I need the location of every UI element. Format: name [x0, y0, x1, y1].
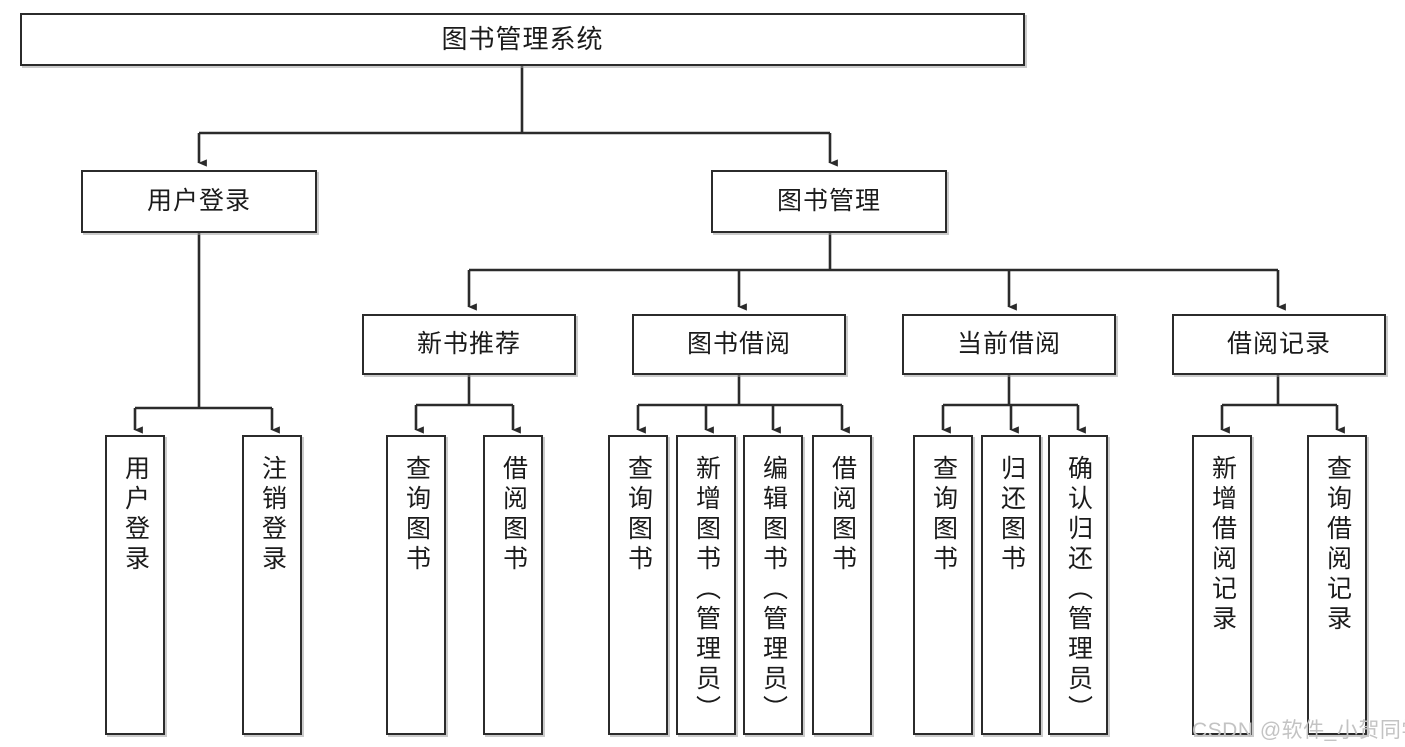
- node-borrow-record[interactable]: 借阅记录: [1172, 314, 1386, 375]
- node-user-login[interactable]: 用户登录: [81, 170, 317, 233]
- node-user-login-label: 用户登录: [146, 186, 251, 215]
- node-leaf-query-borrow-record[interactable]: 查询借阅记录: [1307, 435, 1367, 735]
- node-leaf-add-book-admin-label: 新增图书（管理员）: [692, 455, 721, 725]
- node-root-label: 图书管理系统: [441, 24, 604, 55]
- node-book-management-label: 图书管理: [776, 186, 881, 215]
- node-leaf-borrow-book-2[interactable]: 借阅图书: [812, 435, 872, 735]
- node-leaf-query-borrow-record-label: 查询借阅记录: [1323, 455, 1352, 635]
- node-leaf-return-book[interactable]: 归还图书: [981, 435, 1041, 735]
- node-leaf-add-borrow-record-label: 新增借阅记录: [1208, 455, 1237, 635]
- node-book-borrow-label: 图书借阅: [686, 329, 791, 358]
- node-leaf-query-book-3-label: 查询图书: [929, 455, 958, 575]
- node-leaf-query-book-3[interactable]: 查询图书: [913, 435, 973, 735]
- node-leaf-user-login-label: 用户登录: [121, 455, 150, 575]
- node-leaf-confirm-return-admin-label: 确认归还（管理员）: [1064, 455, 1093, 725]
- node-leaf-query-book-2[interactable]: 查询图书: [608, 435, 668, 735]
- node-leaf-borrow-book-1[interactable]: 借阅图书: [483, 435, 543, 735]
- node-leaf-user-login[interactable]: 用户登录: [105, 435, 165, 735]
- node-leaf-edit-book-admin[interactable]: 编辑图书（管理员）: [743, 435, 803, 735]
- node-new-book-recommend[interactable]: 新书推荐: [362, 314, 576, 375]
- node-book-management[interactable]: 图书管理: [711, 170, 947, 233]
- node-current-borrow[interactable]: 当前借阅: [902, 314, 1116, 375]
- node-new-book-recommend-label: 新书推荐: [416, 329, 521, 358]
- node-leaf-logout-login-label: 注销登录: [258, 455, 287, 575]
- node-leaf-borrow-book-1-label: 借阅图书: [499, 455, 528, 575]
- node-borrow-record-label: 借阅记录: [1226, 329, 1331, 358]
- node-leaf-borrow-book-2-label: 借阅图书: [828, 455, 857, 575]
- node-root[interactable]: 图书管理系统: [20, 13, 1025, 66]
- csdn-watermark: CSDN @软件_小贺同学: [1192, 719, 1405, 742]
- node-leaf-query-book-1[interactable]: 查询图书: [386, 435, 446, 735]
- node-leaf-confirm-return-admin[interactable]: 确认归还（管理员）: [1048, 435, 1108, 735]
- node-leaf-query-book-1-label: 查询图书: [402, 455, 431, 575]
- node-book-borrow[interactable]: 图书借阅: [632, 314, 846, 375]
- node-current-borrow-label: 当前借阅: [956, 329, 1061, 358]
- node-leaf-return-book-label: 归还图书: [997, 455, 1026, 575]
- node-leaf-edit-book-admin-label: 编辑图书（管理员）: [759, 455, 788, 725]
- node-leaf-logout-login[interactable]: 注销登录: [242, 435, 302, 735]
- node-leaf-add-book-admin[interactable]: 新增图书（管理员）: [676, 435, 736, 735]
- node-leaf-query-book-2-label: 查询图书: [624, 455, 653, 575]
- node-leaf-add-borrow-record[interactable]: 新增借阅记录: [1192, 435, 1252, 735]
